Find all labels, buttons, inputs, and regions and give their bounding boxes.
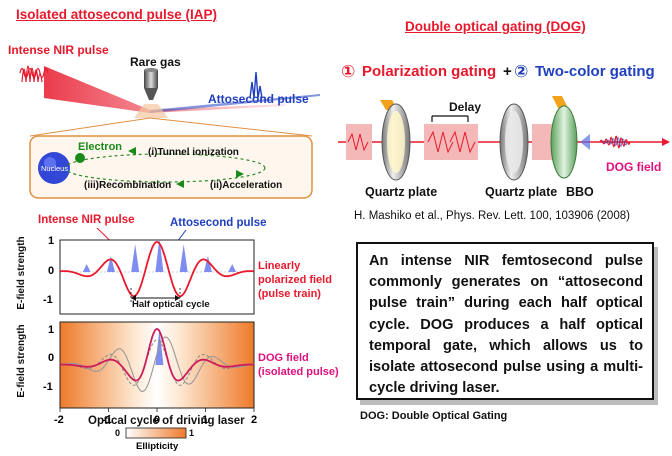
- num-1: ①: [341, 62, 356, 81]
- rare-gas-label: Rare gas: [130, 55, 181, 69]
- linear-label-1: Linearly: [258, 260, 301, 272]
- ytick-bottom-1: 1: [48, 324, 55, 336]
- summary-box: An intense NIR femtosecond pulse commonl…: [356, 242, 654, 400]
- laser-beam: [44, 66, 285, 113]
- xtick-1: 1: [202, 414, 209, 426]
- bottom-ylabel: E-field strength: [16, 324, 27, 398]
- xtick-2: 2: [251, 414, 258, 426]
- plot-annotation-nir: Intense NIR pulse: [38, 214, 135, 226]
- attosecond-spike-4: [179, 244, 188, 272]
- step-acceleration: (ii)Acceleration: [210, 180, 283, 191]
- bbo-label: BBO: [566, 185, 594, 199]
- reference-citation: H. Mashiko et al., Phys. Rev. Lett. 100,…: [354, 210, 630, 222]
- xlabel: Optical cycle of driving laser: [88, 415, 245, 427]
- delay-label: Delay: [449, 100, 482, 114]
- ellipticity-colorbar: [125, 427, 187, 439]
- plot-annotation-attosecond: Attosecond pulse: [170, 217, 267, 229]
- attosecond-spike-1: [106, 255, 115, 272]
- xtick-m2: -2: [54, 414, 64, 426]
- num-2: ②: [514, 62, 529, 81]
- polarization-gating-label: Polarization gating: [362, 63, 497, 80]
- ytick-top-m1: -1: [43, 294, 53, 306]
- linear-label-2: polarized field: [258, 274, 332, 286]
- summary-text: An intense NIR femtosecond pulse commonl…: [369, 253, 643, 397]
- dog-field-trace: [60, 328, 254, 382]
- electron-label: Electron: [78, 141, 123, 153]
- quartz-plate-2-label: Quartz plate: [485, 185, 558, 199]
- plus-sign: +: [503, 63, 512, 80]
- iap-title: Isolated attosecond pulse (IAP): [16, 7, 218, 22]
- top-plot-frame: [59, 239, 255, 315]
- efield-plots: [59, 228, 255, 439]
- intense-nir-pulse-label: Intense NIR pulse: [8, 43, 109, 57]
- dog-optical-setup: [338, 96, 670, 181]
- attosecond-pulse-label: Attosecond pulse: [208, 92, 309, 106]
- colorbar-label: Ellipticity: [136, 441, 179, 452]
- ytick-top-0: 0: [48, 265, 55, 277]
- attosecond-spike-2: [131, 244, 140, 272]
- quartz-plate-1-label: Quartz plate: [365, 185, 438, 199]
- iap-illustration: [19, 65, 320, 199]
- ytick-bottom-0: 0: [48, 352, 55, 364]
- dog-label-1: DOG field: [258, 352, 309, 364]
- attosecond-spike-0: [82, 264, 91, 272]
- nucleus-label: Nucleus: [41, 164, 69, 173]
- attosecond-spike-5: [203, 255, 212, 272]
- step-tunnel-ionization: (i)Tunnel ionization: [148, 147, 239, 158]
- bbo-crystal: [550, 105, 578, 179]
- linear-label-3: (pulse train): [258, 288, 321, 300]
- two-color-gating-label: Two-color gating: [535, 63, 655, 80]
- colorbar-min: 0: [115, 428, 121, 438]
- ytick-top-1: 1: [48, 235, 55, 247]
- xtick-m1: -1: [102, 414, 112, 426]
- dog-field-label: DOG field: [606, 160, 662, 174]
- top-ylabel: E-field strength: [16, 236, 27, 310]
- gray-trace: [59, 336, 254, 392]
- attosecond-pulse-spikes: [249, 71, 263, 99]
- attosecond-spike-6: [228, 264, 237, 272]
- dog-title: Double optical gating (DOG): [405, 19, 586, 34]
- footnote: DOG: Double Optical Gating: [360, 410, 508, 422]
- linear-field-trace: [60, 241, 254, 297]
- dog-label-2: (isolated pulse): [258, 366, 339, 378]
- step-recombination: (iii)Recombination: [84, 180, 172, 191]
- colorbar-max: 1: [189, 428, 195, 438]
- half-cycle-label: Half optical cycle: [132, 299, 210, 310]
- recollision-inset: [29, 135, 313, 199]
- attosecond-spike-3: [155, 238, 164, 272]
- ytick-bottom-m1: -1: [43, 381, 53, 393]
- xtick-0: 0: [154, 414, 161, 426]
